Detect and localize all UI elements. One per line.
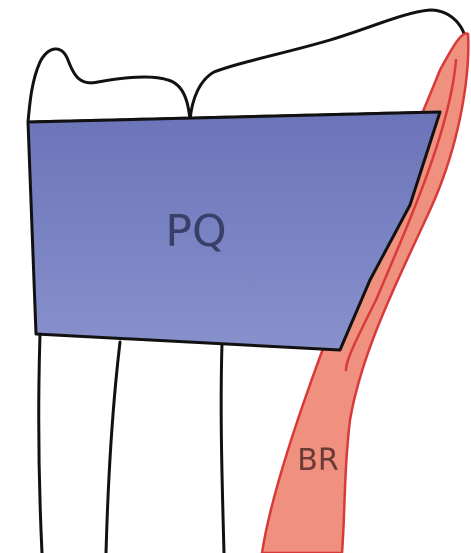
brachioradialis-label: BR [297,443,338,478]
wrist-bone-outline [28,10,466,122]
pronator-quadratus-label: PQ [165,206,226,257]
bone-shaft-line-3 [221,344,224,553]
bone-shaft-line-2 [106,342,120,553]
bone-shaft-line-left [39,334,42,553]
